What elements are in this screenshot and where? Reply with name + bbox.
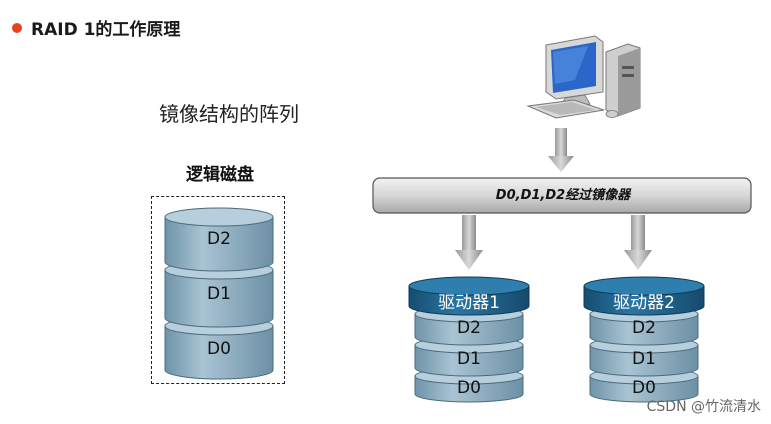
drive-1-segment-label: D2 — [457, 318, 481, 338]
drive-2-segment-label: D2 — [632, 318, 656, 338]
title-bullet — [12, 23, 22, 33]
page-title: RAID 1的工作原理 — [31, 20, 181, 40]
watermark: CSDN @竹流清水 — [646, 399, 761, 415]
drive-2-label: 驱动器2 — [613, 293, 675, 313]
drive-2-stack — [583, 276, 705, 403]
drive-1-stack — [408, 276, 530, 403]
arrow-down-icon — [455, 215, 483, 270]
drive-2-cap — [583, 276, 705, 316]
mirror-bus-label: D0,D1,D2经过镜像器 — [495, 188, 631, 203]
logical-segment-label: D1 — [207, 284, 231, 304]
drive-2-segment-label: D1 — [632, 349, 656, 369]
arrow-down-icon — [548, 128, 574, 172]
logical-segment-label: D0 — [207, 339, 231, 359]
drive-1-label: 驱动器1 — [438, 293, 500, 313]
logical-segment-d2 — [164, 207, 274, 272]
logical-disk-frame — [151, 196, 285, 384]
logical-segment-label: D2 — [207, 229, 231, 249]
arrow-down-icon — [624, 215, 652, 270]
mirror-bus-bar — [372, 177, 752, 214]
logical-disk-label: 逻辑磁盘 — [186, 165, 254, 185]
drive-2-segment-label: D0 — [632, 378, 656, 398]
drive-1-cap — [408, 276, 530, 316]
section-subtitle: 镜像结构的阵列 — [159, 102, 299, 126]
drive-1-segment-label: D1 — [457, 349, 481, 369]
computer-icon — [526, 35, 641, 119]
drive-1-segment-label: D0 — [457, 378, 481, 398]
logical-disk-stack — [164, 207, 274, 380]
